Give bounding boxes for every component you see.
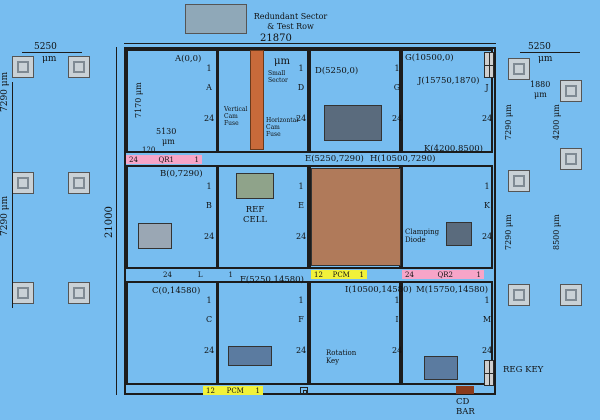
rotation-key-icon [300,387,308,395]
right-1880-unit: μm [534,90,547,99]
die-I[interactable] [309,281,401,385]
reg-key-top[interactable] [484,52,494,78]
horizontal-cam-label: Horizontal Cam Fuse [266,117,299,138]
die-G-label: G(10500,0) [405,53,454,63]
left-7290-b: 7290 μm [0,195,10,236]
die-C-label: C(0,14580) [152,286,201,296]
right-7290-b: 7290 μm [504,214,513,250]
reg-key-bottom[interactable] [484,360,494,386]
left-5250-line [22,52,82,53]
right-thumb-1 [508,58,530,80]
right-thumb-6 [560,284,582,306]
die-G[interactable] [309,49,401,153]
dim-7170: 7170 μm [134,82,143,118]
die-F-label: F(5250,14580) [240,275,304,285]
dim-120: 120 [142,146,156,154]
clamping-diode-label: Clamping Diode [405,228,440,244]
left-thumb-6 [68,282,90,304]
right-8500: 8500 μm [552,214,561,250]
die-M[interactable] [401,281,493,385]
right-4200: 4200 μm [552,104,561,140]
width-dim-line [124,43,496,44]
width-dim-unit: μm [274,56,290,67]
ref-cell-label: REF CELL [243,205,267,225]
width-dim-label: 21870 [260,33,292,44]
die-M-label: M(15750,14580) [416,285,489,295]
dim-5130-unit: μm [162,137,175,146]
die-E[interactable] [217,165,309,269]
dim-5130: 5130 [156,127,177,136]
vertical-cam-label: Vertical Cam Fuse [224,106,248,127]
die-J[interactable] [401,49,493,153]
wafer-outline [124,47,496,395]
left-thumb-1 [12,56,34,78]
redundant-sector-bar [250,50,264,150]
right-1880: 1880 [530,80,551,89]
redundant-callout: Redundant Sector & Test Row [253,12,328,31]
die-K-label: K(4200,8500) [424,144,483,154]
die-H-label: H(10500,7290) [370,154,436,164]
height-dim-label: 21000 [104,206,115,238]
rotation-key-label: Rotation Key [326,349,357,365]
left-5250-label: 5250 [34,42,57,52]
right-5250-label: 5250 [528,42,551,52]
right-5250-line [520,52,580,53]
die-B-label: B(0,7290) [160,169,203,179]
left-7290-line [12,82,13,308]
left-thumb-2 [68,56,90,78]
die-J-label: J(15750,1870) [418,76,480,86]
cd-bar-mark [456,386,474,394]
clamping-diode-chip [446,222,472,246]
die-I-label: I(10500,14580) [345,285,412,295]
right-5250-unit: μm [538,54,553,64]
die-D-label: D(5250,0) [315,66,359,76]
die-E-label: E(5250,7290) [305,154,364,164]
height-dim-line [116,47,117,395]
right-thumb-4 [560,148,582,170]
right-thumb-5 [508,284,530,306]
chip-F [228,346,272,366]
chip-B [138,223,172,249]
chip-M [424,356,458,380]
die-A-label: A(0,0) [175,54,202,64]
left-thumb-5 [12,282,34,304]
left-5250-unit: μm [42,54,57,64]
reg-key-label: REG KEY [503,365,544,375]
cd-bar-label: CD BAR [456,397,475,417]
left-thumb-3 [12,172,34,194]
die-K[interactable] [401,165,493,269]
chip-D [324,105,382,141]
left-thumb-4 [68,172,90,194]
right-thumb-3 [508,170,530,192]
small-sector-label: Small Sector [268,70,288,84]
die-F[interactable] [217,281,309,385]
redundant-sector-photo [185,4,247,34]
right-7290-a: 7290 μm [504,104,513,140]
right-thumb-2 [560,80,582,102]
ref-cell-chip [236,173,274,199]
left-7290-a: 7290 μm [0,71,10,112]
array-chip [311,168,401,266]
